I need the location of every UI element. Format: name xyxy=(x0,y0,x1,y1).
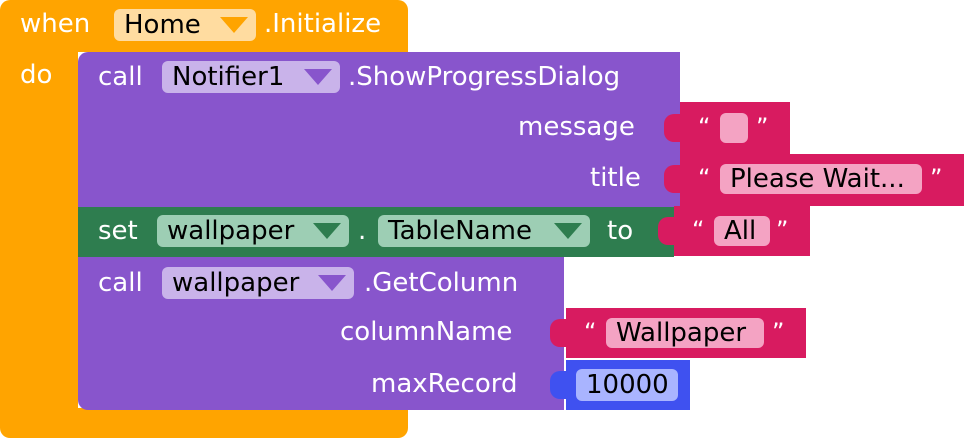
open-quote-glyph: “ xyxy=(584,318,597,346)
puzzle-tab-icon xyxy=(550,371,570,399)
event-name-label: .Initialize xyxy=(264,9,382,39)
chevron-down-icon xyxy=(313,223,341,239)
notifier-component-label: Notifier1 xyxy=(172,62,285,92)
call-label: call xyxy=(98,268,143,298)
param-title-label: title xyxy=(590,163,641,193)
tablename-text-field[interactable]: All xyxy=(714,216,770,246)
puzzle-tab-icon xyxy=(664,114,684,142)
set-property-label: TableName xyxy=(388,216,532,246)
chevron-down-icon xyxy=(318,275,346,291)
getcolumn-component-label: wallpaper xyxy=(172,268,300,298)
event-component-label: Home xyxy=(124,10,201,40)
notifier-component-dropdown[interactable]: Notifier1 xyxy=(162,61,340,93)
puzzle-tab-icon xyxy=(550,319,570,347)
event-block-bottom-arm[interactable] xyxy=(0,408,408,438)
getcolumn-component-dropdown[interactable]: wallpaper xyxy=(162,267,354,299)
showprogressdialog-method-label: .ShowProgressDialog xyxy=(348,62,621,92)
event-block-left-arm[interactable] xyxy=(0,52,78,408)
columnname-text-field[interactable]: Wallpaper xyxy=(606,318,764,348)
open-quote-glyph: “ xyxy=(698,113,711,141)
set-dot-label: . xyxy=(358,216,367,246)
title-text-field[interactable]: Please Wait... xyxy=(720,164,922,194)
event-component-dropdown[interactable]: Home xyxy=(114,9,256,41)
param-columnname-label: columnName xyxy=(340,317,513,347)
getcolumn-method-label: .GetColumn xyxy=(364,268,519,298)
chevron-down-icon xyxy=(304,69,332,85)
param-maxrecord-label: maxRecord xyxy=(371,369,518,399)
message-text-field[interactable] xyxy=(720,113,748,143)
open-quote-glyph: “ xyxy=(698,164,711,192)
puzzle-tab-icon xyxy=(658,217,678,245)
maxrecord-number-field[interactable]: 10000 xyxy=(576,369,678,401)
puzzle-tab-icon xyxy=(664,165,684,193)
chevron-down-icon xyxy=(220,17,248,33)
set-component-label: wallpaper xyxy=(167,216,295,246)
call-label: call xyxy=(98,62,143,92)
set-to-label: to xyxy=(607,216,634,246)
set-property-dropdown[interactable]: TableName xyxy=(378,215,590,247)
event-when-label: when xyxy=(20,9,91,39)
param-message-label: message xyxy=(518,112,635,142)
close-quote-glyph: ” xyxy=(930,164,943,192)
close-quote-glyph: ” xyxy=(772,318,785,346)
chevron-down-icon xyxy=(554,223,582,239)
event-do-label: do xyxy=(20,60,53,90)
set-component-dropdown[interactable]: wallpaper xyxy=(157,215,349,247)
open-quote-glyph: “ xyxy=(692,216,705,244)
close-quote-glyph: ” xyxy=(756,113,769,141)
close-quote-glyph: ” xyxy=(776,216,789,244)
set-label: set xyxy=(98,216,138,246)
